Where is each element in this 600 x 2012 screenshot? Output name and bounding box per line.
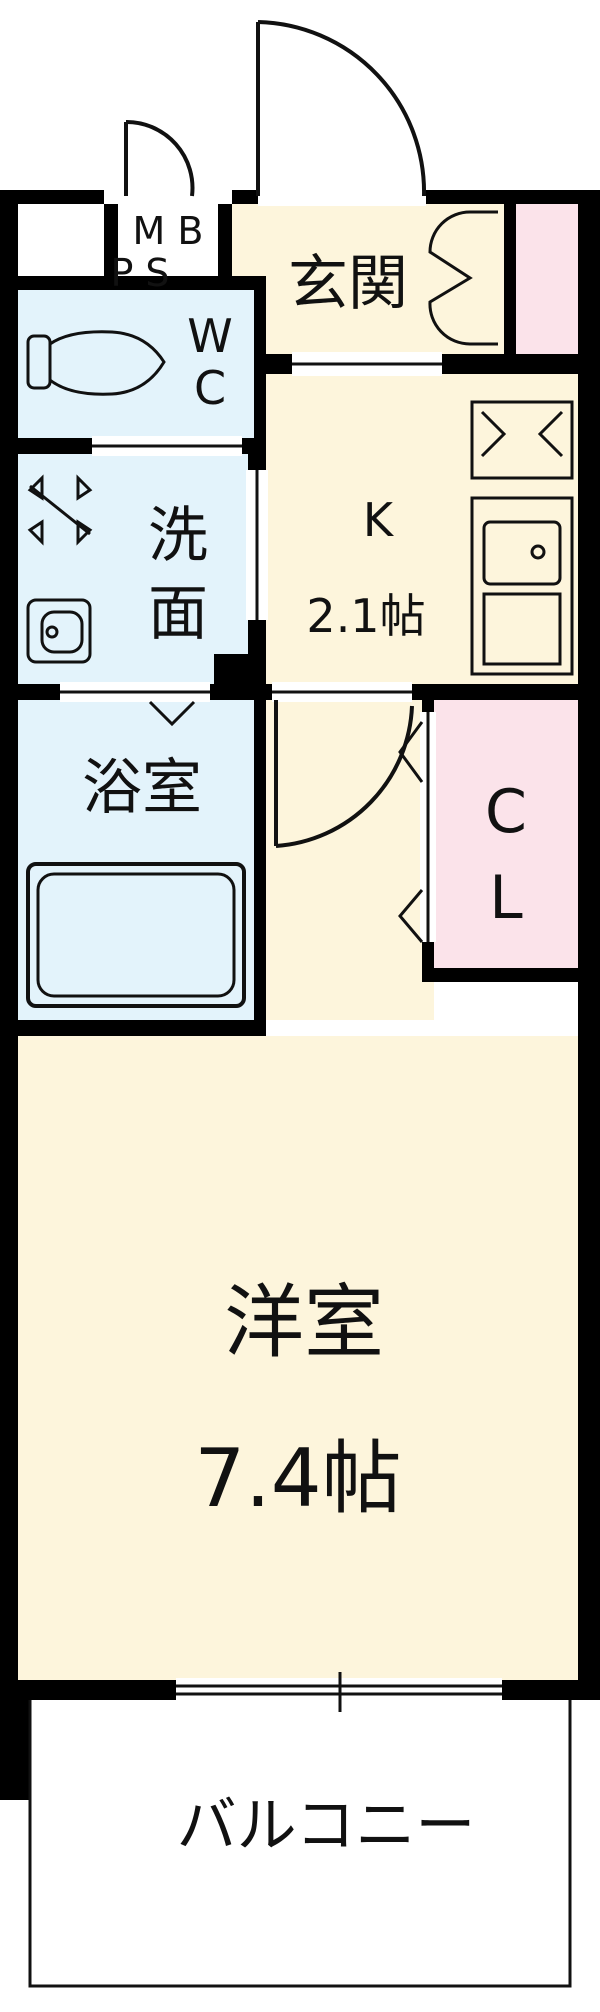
- wc-label-line2: C: [194, 361, 226, 415]
- hall-area: [266, 700, 434, 1020]
- door-swing-icon: [272, 690, 414, 848]
- closet-area: [434, 700, 578, 968]
- closet-label-line2: L: [489, 863, 523, 933]
- window-icon: [176, 1672, 502, 1712]
- mbps-label-line1: M B: [133, 209, 204, 253]
- mbps-label-line2: P S: [110, 251, 169, 295]
- senmen-label-line1: 洗: [148, 501, 208, 571]
- ventilation-fan-icon: [470, 400, 574, 480]
- ventilation-fan-icon: [27, 474, 93, 546]
- door-swing-icon: [398, 712, 430, 943]
- toilet-icon: [26, 330, 166, 396]
- mbps-area: [104, 204, 232, 274]
- fixtures: [26, 330, 574, 1008]
- bath-area: [18, 700, 254, 1020]
- doors: [28, 20, 572, 1988]
- wc-label-line1: W: [187, 309, 232, 363]
- kitchen-area: [266, 374, 578, 684]
- senmen-label-line2: 面: [148, 579, 208, 649]
- sink-icon: [26, 598, 92, 664]
- genkan-label: 玄関: [288, 249, 408, 319]
- door-swing-icon: [124, 119, 195, 197]
- balcony-label: バルコニー: [177, 1791, 476, 1861]
- door-swing-icon: [256, 20, 427, 197]
- balcony-area: [30, 1700, 570, 1986]
- room-name-label: 洋室: [224, 1276, 384, 1369]
- genkan-tile-area: [516, 204, 578, 354]
- door-swing-icon: [428, 210, 498, 346]
- kitchen-sink-icon: [470, 496, 574, 676]
- senmen-area: [18, 454, 248, 684]
- closet-label-line1: C: [485, 777, 527, 847]
- kitchen-size-label: 2.1帖: [306, 589, 425, 643]
- bath-label: 浴室: [82, 753, 202, 823]
- western-room-area: [18, 1036, 578, 1680]
- labels: M B P S 玄関 W C K 2.1帖 洗 面 浴室 C L 洋室 7.4帖…: [82, 209, 527, 1861]
- bathtub-icon: [26, 862, 246, 1008]
- wc-area: [18, 290, 254, 438]
- kitchen-name-label: K: [363, 493, 395, 547]
- room-size-label: 7.4帖: [194, 1432, 401, 1525]
- room-fills: [18, 204, 578, 1986]
